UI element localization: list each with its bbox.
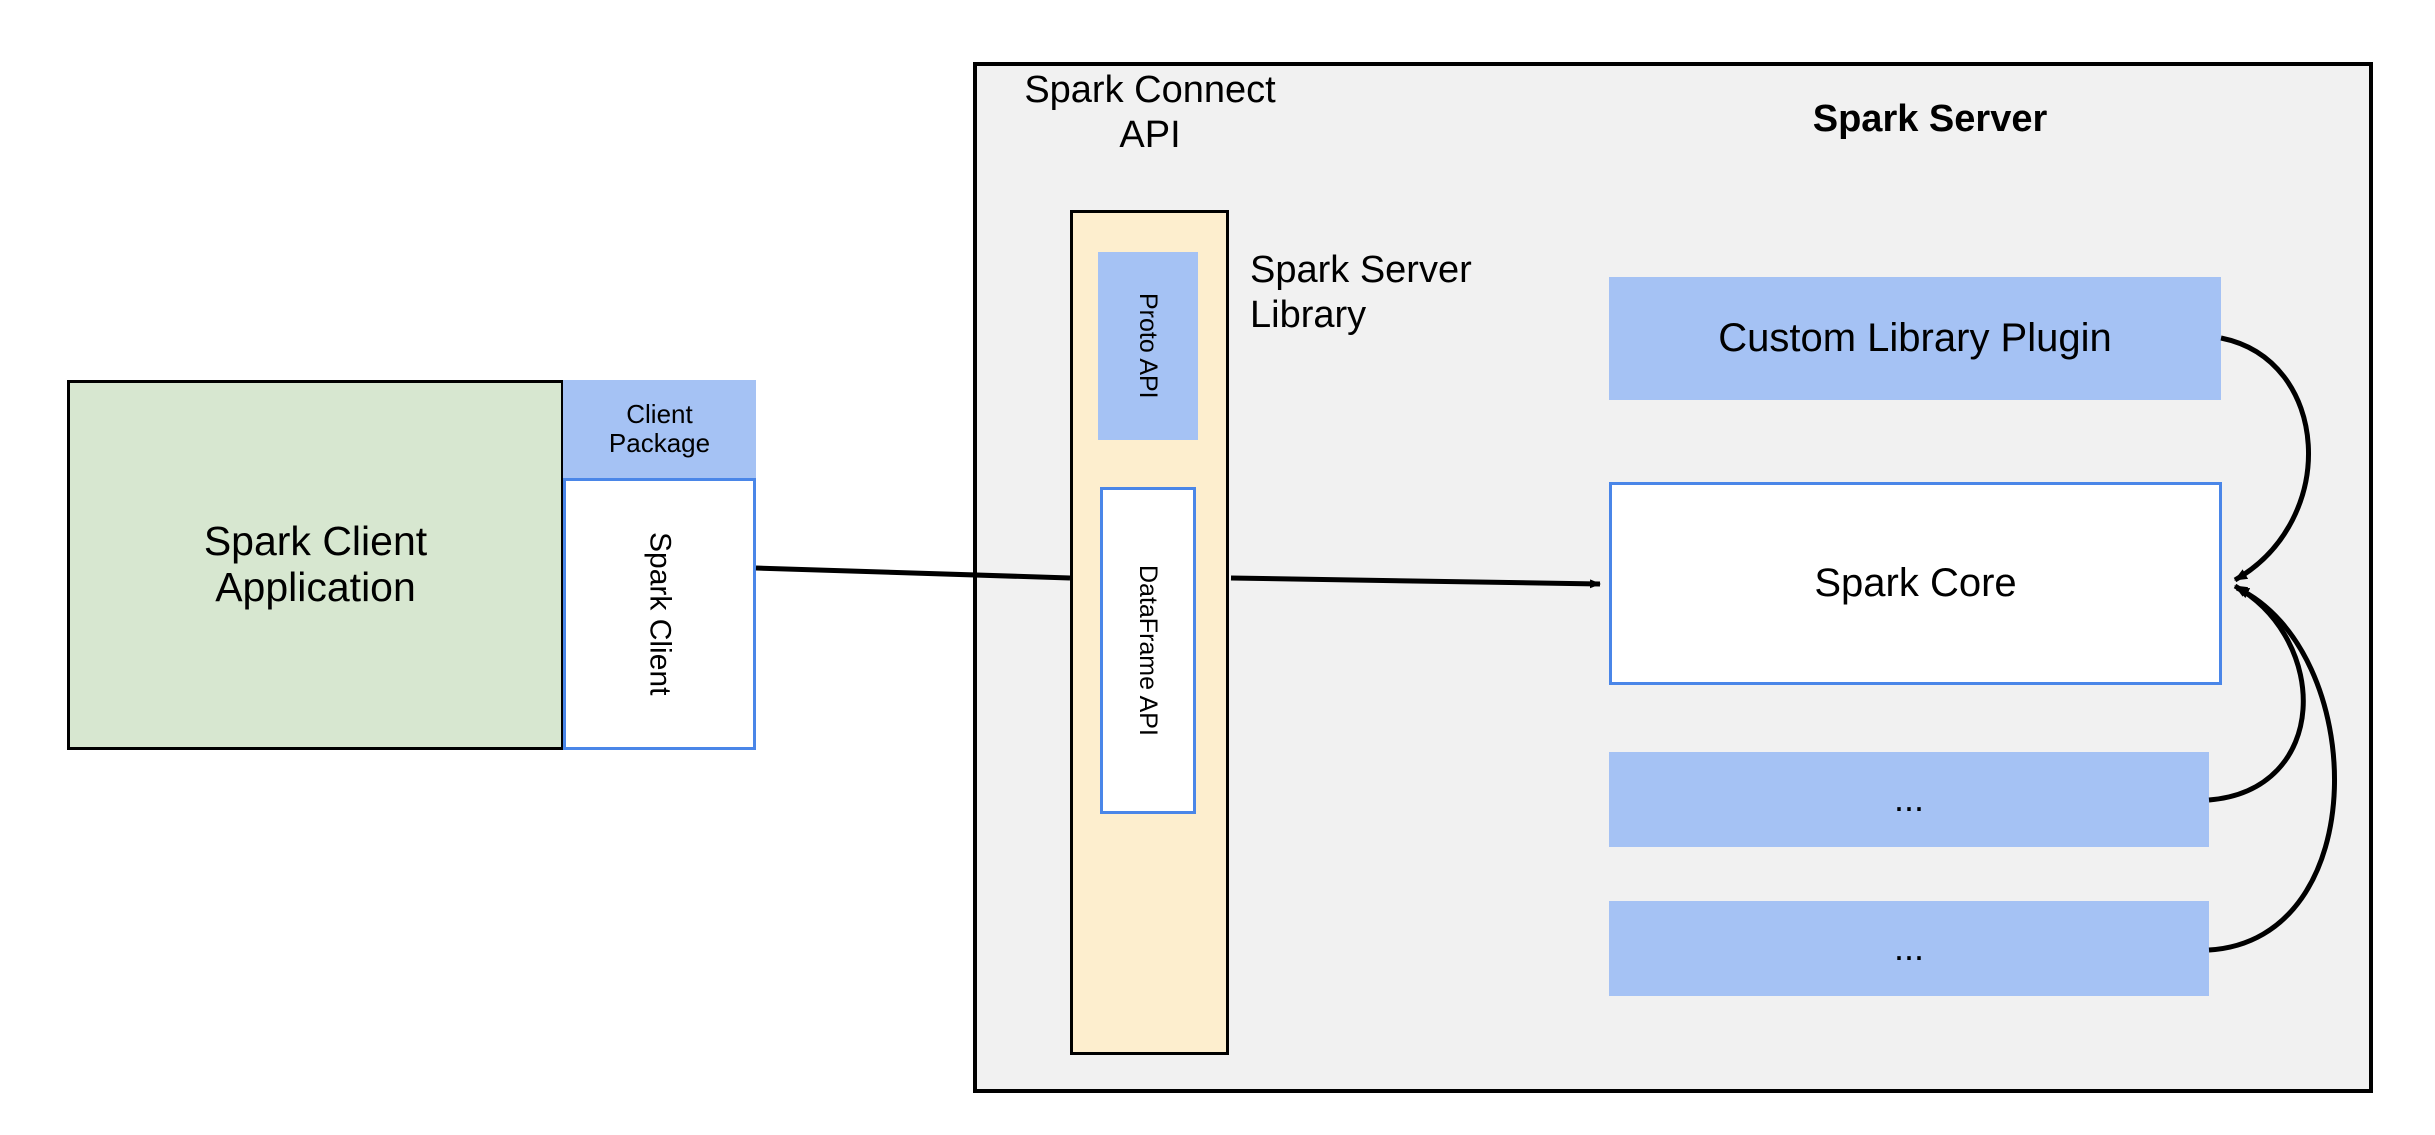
spark-client-label: Spark Client [643,532,677,696]
dataframe-api-label: DataFrame API [1134,565,1162,736]
additional-plugin-box-1[interactable]: ... [1609,752,2209,847]
spark-connect-api-title: Spark Connect API [1024,69,1276,156]
dataframe-api-box[interactable]: DataFrame API [1100,487,1196,814]
proto-api-label: Proto API [1134,293,1162,399]
client-package-box[interactable]: Client Package [563,380,756,478]
spark-client-application-box[interactable]: Spark Client Application [67,380,564,750]
spark-client-application-label: Spark Client Application [203,518,428,610]
spark-server-title: Spark Server [1812,98,2048,140]
spark-core-box[interactable]: Spark Core [1609,482,2222,685]
custom-library-plugin-box[interactable]: Custom Library Plugin [1609,277,2221,400]
spark-server-library-label: Spark Server Library [1250,249,1472,336]
proto-api-box[interactable]: Proto API [1098,252,1198,440]
spark-client-box[interactable]: Spark Client [563,478,756,750]
client-package-label: Client Package [608,398,711,458]
additional-plugin-box-2[interactable]: ... [1609,901,2209,996]
